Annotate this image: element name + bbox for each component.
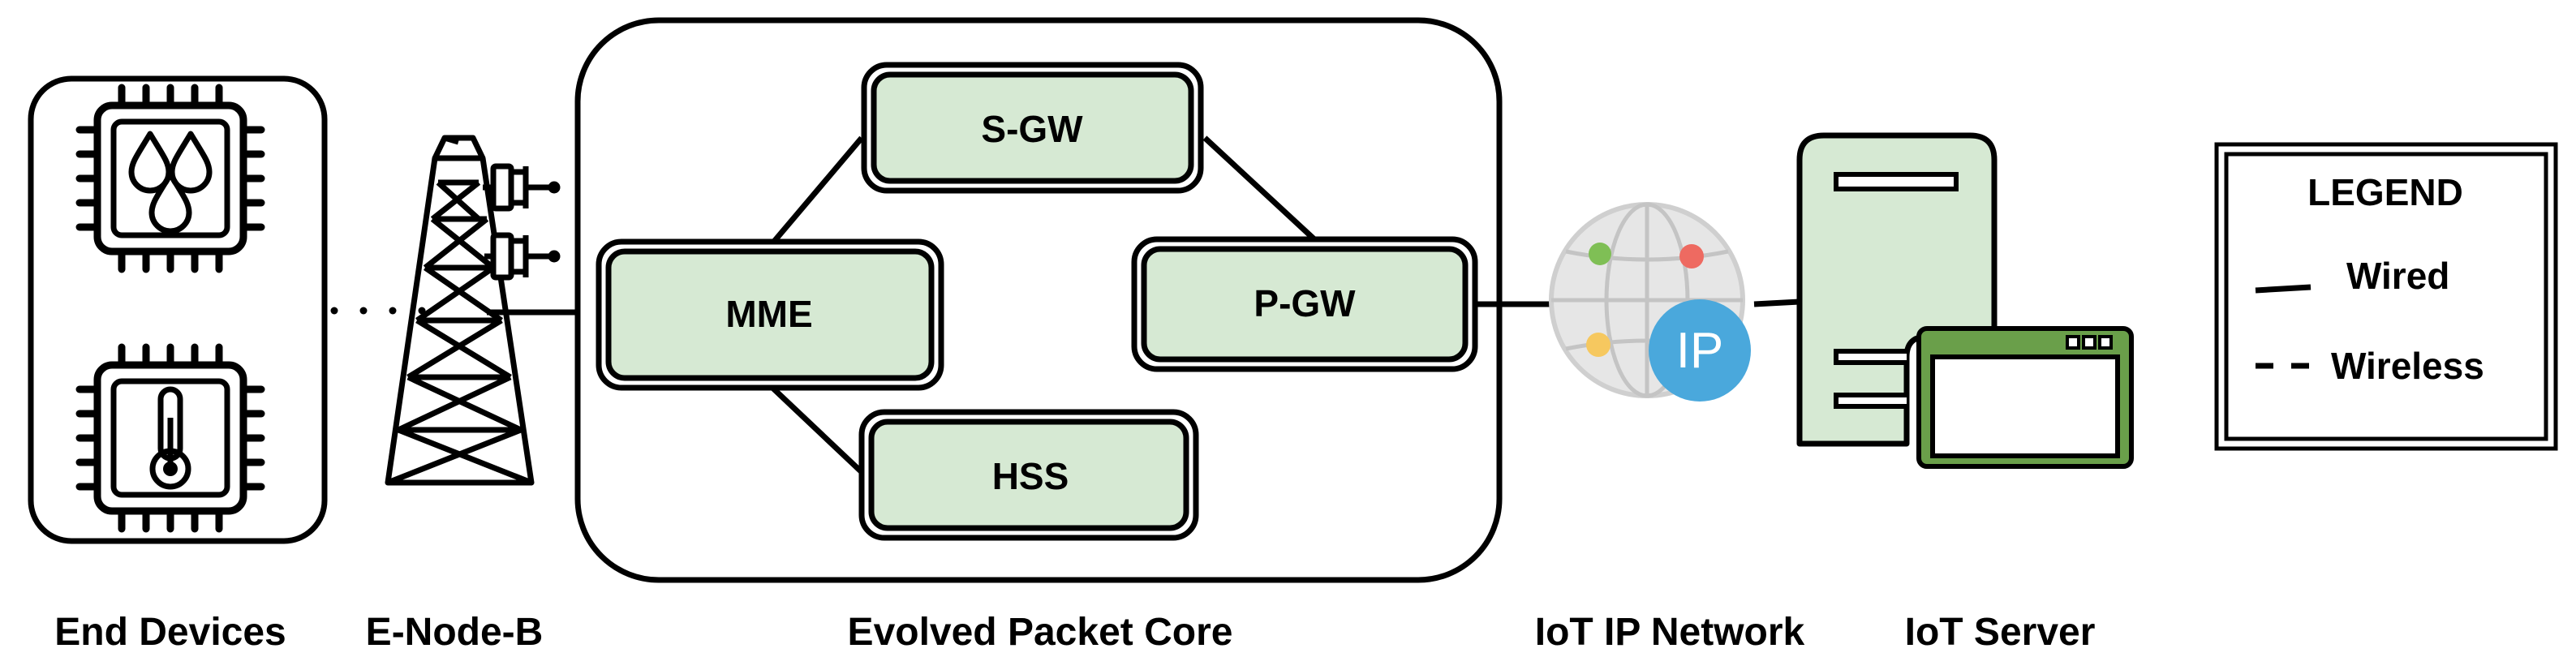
wireless-link	[330, 307, 426, 315]
legend-wired-label: Wired	[2346, 255, 2449, 297]
pgw-node: P-GW	[1131, 236, 1478, 372]
label-iot-server: IoT Server	[1905, 611, 2096, 654]
server-icon	[1796, 132, 1998, 447]
label-enodeb: E-Node-B	[366, 611, 544, 654]
legend-title: LEGEND	[2307, 171, 2463, 213]
wired-link-network-server	[1753, 298, 1800, 307]
legend-wireless-label: Wireless	[2331, 345, 2484, 387]
sgw-node: S-GW	[861, 62, 1204, 194]
pgw-label: P-GW	[1254, 282, 1356, 324]
sgw-label: S-GW	[981, 108, 1083, 150]
mme-label: MME	[725, 293, 812, 335]
transmission-tower-icon	[385, 135, 561, 486]
end-devices-group	[28, 75, 328, 544]
mme-node: MME	[596, 238, 944, 391]
application-window-icon	[1916, 326, 2134, 469]
label-epc: Evolved Packet Core	[848, 611, 1233, 654]
label-end-devices: End Devices	[54, 611, 286, 654]
legend: LEGEND Wired Wireless	[2214, 142, 2558, 451]
label-iot-network: IoT IP Network	[1535, 611, 1805, 654]
legend-wired-swatch	[2255, 284, 2312, 294]
globe-ip-icon: IP	[1549, 202, 1751, 402]
thermometer-chip-icon	[75, 343, 265, 533]
ip-badge-label: IP	[1676, 323, 1724, 379]
epc-box	[574, 17, 1503, 583]
hss-node: HSS	[858, 409, 1199, 541]
epc-connectors	[770, 135, 1317, 475]
water-drop-chip-icon	[75, 84, 265, 273]
hss-label: HSS	[992, 455, 1069, 497]
